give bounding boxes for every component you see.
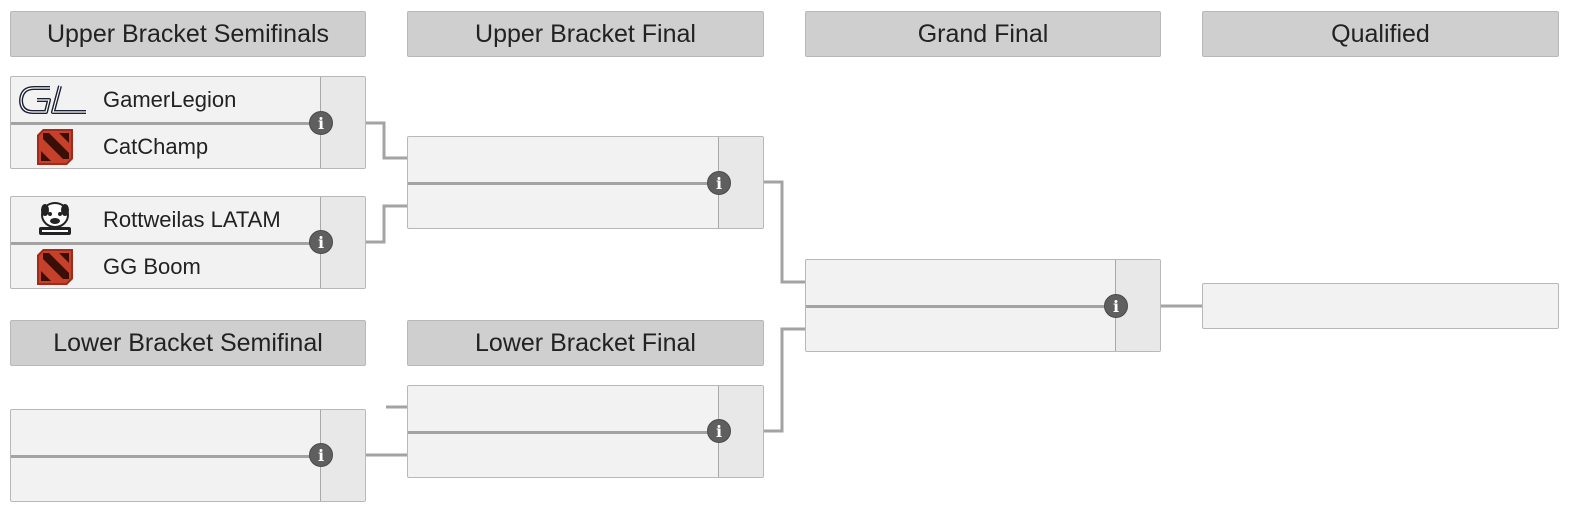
header-label: Upper Bracket Semifinals bbox=[46, 19, 330, 48]
header-label: Qualified bbox=[1331, 19, 1430, 48]
dota2-logo-icon bbox=[15, 127, 95, 167]
gamerlegion-logo-icon bbox=[15, 80, 95, 120]
match-info-icon[interactable]: i bbox=[707, 419, 731, 443]
team-slot-empty[interactable] bbox=[806, 307, 1117, 353]
team-slot-empty[interactable] bbox=[408, 433, 719, 479]
info-glyph: i bbox=[317, 232, 325, 252]
team-slot-rottweilas-latam[interactable]: Rottweilas LATAM bbox=[11, 197, 322, 243]
qualified-slot[interactable] bbox=[1202, 283, 1559, 329]
team-slot-empty[interactable] bbox=[408, 386, 719, 432]
match-ub-final bbox=[407, 136, 764, 229]
team-name: GamerLegion bbox=[103, 87, 237, 112]
header-label: Upper Bracket Final bbox=[475, 19, 696, 48]
team-slot-empty[interactable] bbox=[408, 137, 719, 183]
match-info-icon[interactable]: i bbox=[309, 230, 333, 254]
team-slot-empty[interactable] bbox=[11, 457, 322, 503]
info-glyph: i bbox=[1112, 296, 1120, 316]
match-lb-semifinal bbox=[10, 409, 366, 502]
team-slot-gamerlegion[interactable]: GamerLegion bbox=[11, 77, 322, 123]
header-upper-bracket-final: Upper Bracket Final bbox=[407, 11, 764, 57]
dota2-logo-icon bbox=[15, 247, 95, 287]
match-divider bbox=[806, 305, 1160, 308]
header-label: Lower Bracket Final bbox=[475, 328, 696, 357]
header-lower-bracket-final: Lower Bracket Final bbox=[407, 320, 764, 366]
team-slot-empty[interactable] bbox=[408, 184, 719, 230]
match-info-icon[interactable]: i bbox=[1104, 294, 1128, 318]
match-grand-final bbox=[805, 259, 1161, 352]
team-name: GG Boom bbox=[103, 254, 201, 279]
header-grand-final: Grand Final bbox=[805, 11, 1161, 57]
team-slot-gg-boom[interactable]: GG Boom bbox=[11, 244, 322, 290]
team-slot-catchamp[interactable]: CatChamp bbox=[11, 124, 322, 170]
header-upper-bracket-semifinals: Upper Bracket Semifinals bbox=[10, 11, 366, 57]
team-name: CatChamp bbox=[103, 134, 209, 159]
match-divider bbox=[11, 242, 365, 245]
info-glyph: i bbox=[715, 421, 723, 441]
match-divider bbox=[408, 431, 763, 434]
header-lower-bracket-semifinal: Lower Bracket Semifinal bbox=[10, 320, 366, 366]
header-qualified: Qualified bbox=[1202, 11, 1559, 57]
team-name: Rottweilas LATAM bbox=[103, 207, 281, 232]
match-info-icon[interactable]: i bbox=[707, 171, 731, 195]
match-divider bbox=[11, 122, 365, 125]
match-info-icon[interactable]: i bbox=[309, 111, 333, 135]
rottweilas-logo-icon bbox=[15, 200, 95, 240]
match-divider bbox=[408, 182, 763, 185]
match-ub-semifinal-2: Rottweilas LATAM GG Boom bbox=[10, 196, 366, 289]
match-ub-semifinal-1: GamerLegion CatChamp bbox=[10, 76, 366, 169]
info-glyph: i bbox=[715, 173, 723, 193]
match-info-icon[interactable]: i bbox=[309, 443, 333, 467]
info-glyph: i bbox=[317, 113, 325, 133]
team-slot-empty[interactable] bbox=[806, 260, 1117, 306]
header-label: Grand Final bbox=[917, 19, 1049, 48]
team-slot-empty[interactable] bbox=[11, 410, 322, 456]
header-label: Lower Bracket Semifinal bbox=[53, 328, 323, 357]
info-glyph: i bbox=[317, 445, 325, 465]
match-divider bbox=[11, 455, 365, 458]
